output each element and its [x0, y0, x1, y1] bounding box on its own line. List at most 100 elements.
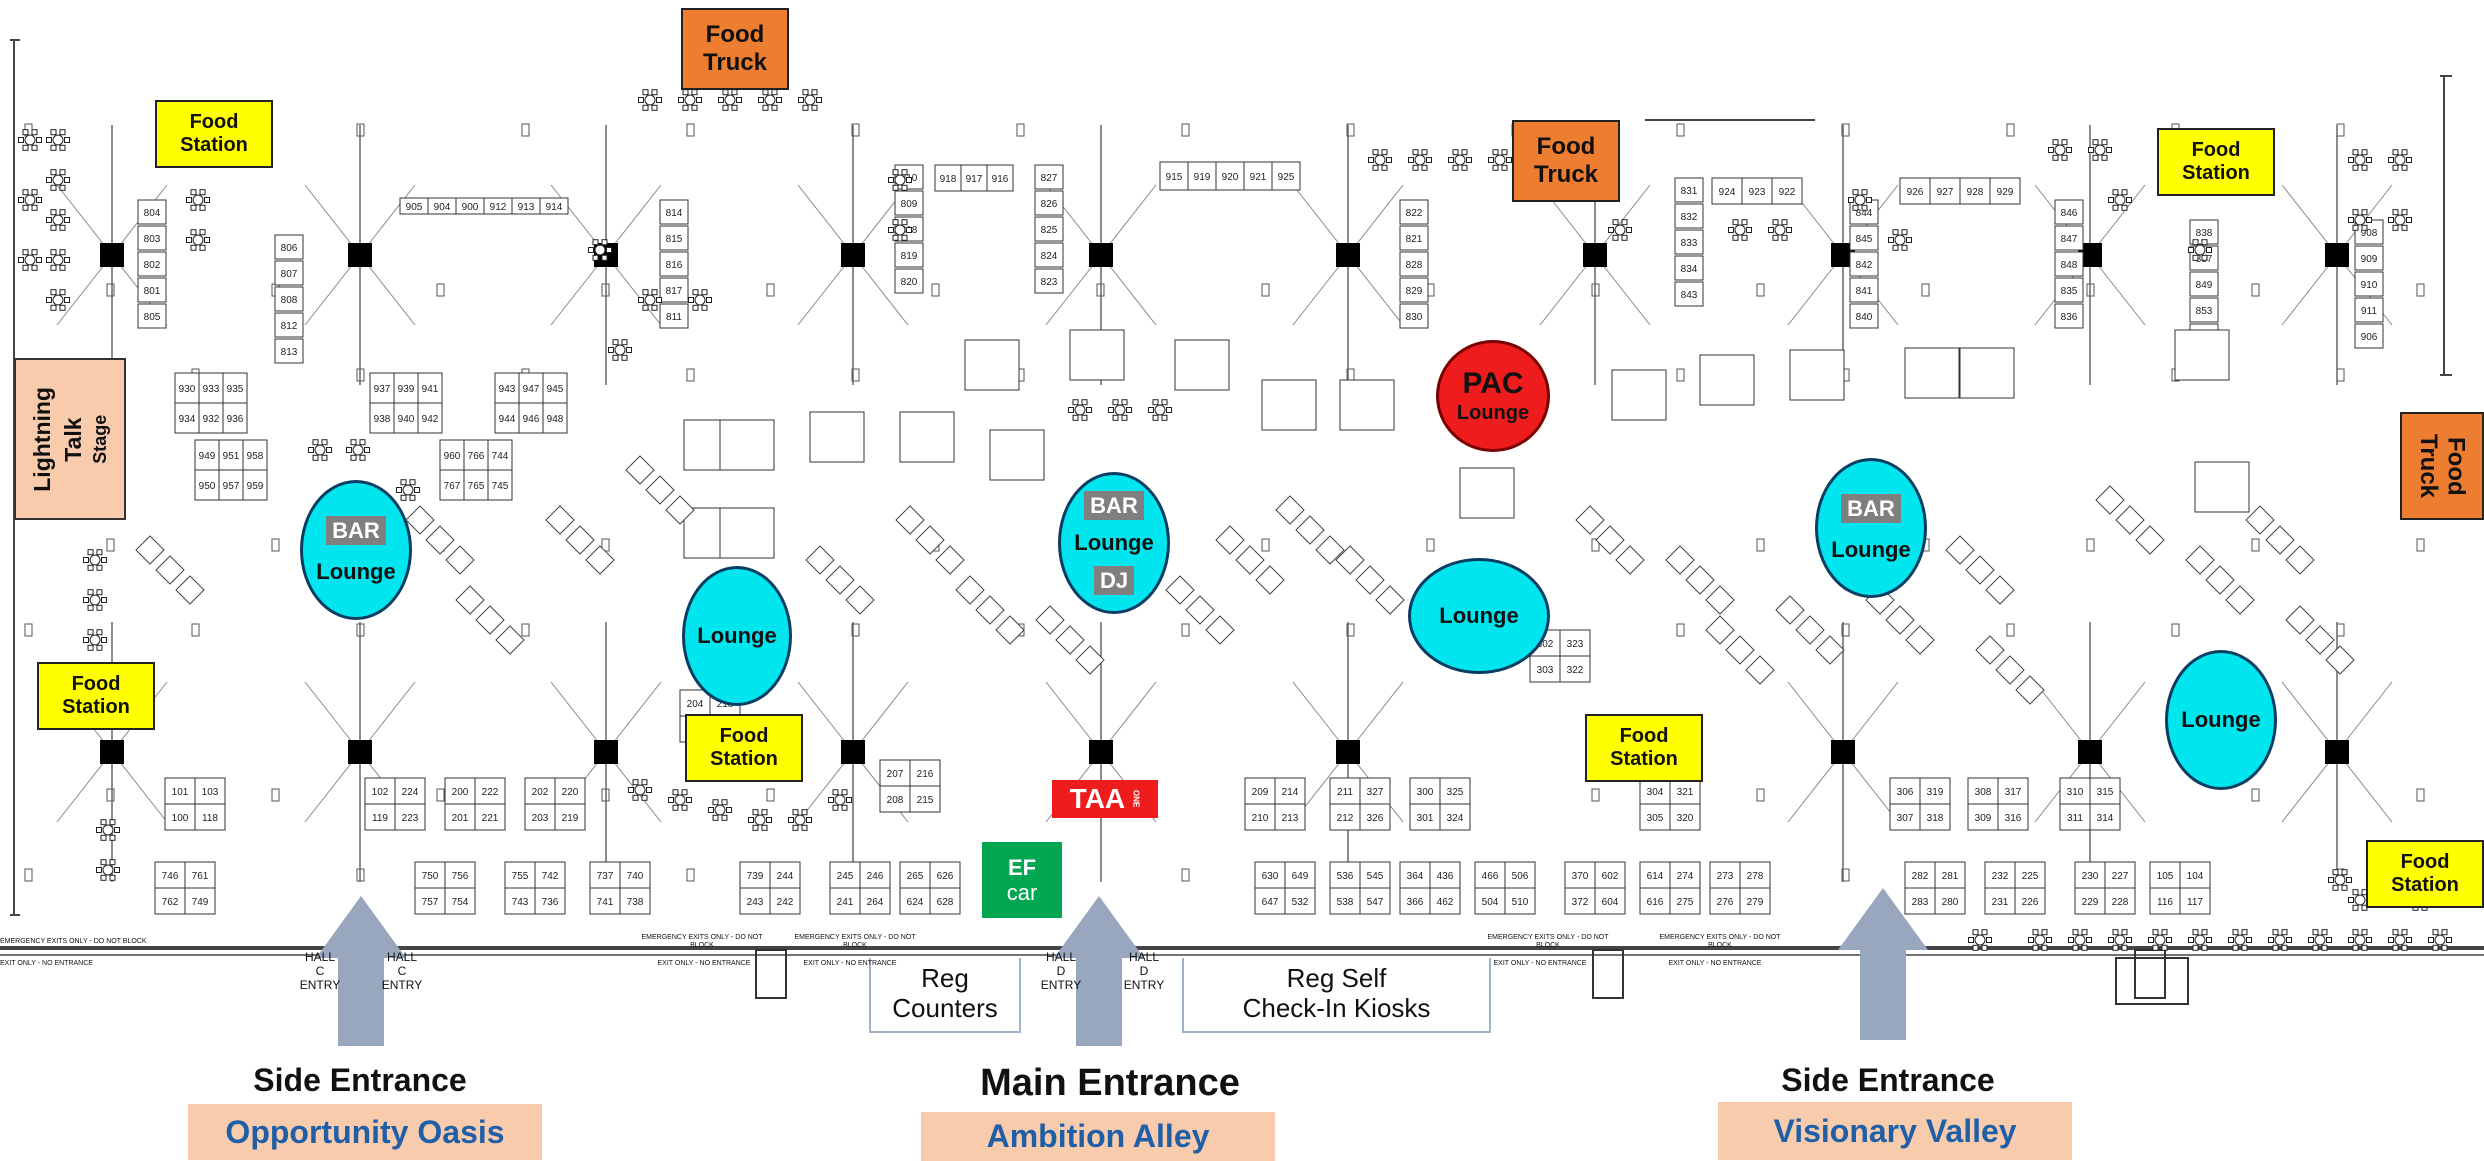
booth-number: 805	[144, 312, 161, 323]
booth-number: 829	[1406, 286, 1423, 297]
booth-number: 649	[1292, 871, 1309, 882]
reg-counters: Reg Counters	[872, 958, 1018, 1030]
booth-number: 220	[562, 787, 579, 798]
taa-label: TAA	[1069, 782, 1126, 814]
booth-number: 750	[422, 871, 439, 882]
booth-number: 219	[562, 813, 579, 824]
booth-number: 820	[901, 277, 918, 288]
arrow-right-entrance	[1838, 888, 1928, 1040]
ef-line-2: car	[1006, 880, 1038, 905]
booth-number: 804	[144, 208, 161, 219]
hall-entry-2: HALL C ENTRY	[378, 950, 426, 994]
arrow-left-entrance	[316, 896, 406, 1046]
booth-number: 816	[666, 260, 683, 271]
booth-number: 322	[1567, 665, 1584, 676]
booth-number: 910	[2361, 280, 2378, 291]
booth-number: 957	[223, 481, 240, 492]
booth-number: 614	[1647, 871, 1664, 882]
booth-number: 815	[666, 234, 683, 245]
booth-number: 283	[1912, 897, 1929, 908]
booth-number: 806	[281, 243, 298, 254]
exit-text-3: EXIT ONLY - NO ENTRANCE	[803, 959, 897, 967]
booth-number: 938	[374, 414, 391, 425]
booth-number: 929	[1997, 187, 2014, 198]
food-station-2: Food Station	[37, 662, 155, 730]
booth-number: 959	[247, 481, 264, 492]
booth-number: 960	[444, 451, 461, 462]
dj-badge: DJ	[1093, 565, 1135, 595]
booth-number: 919	[1194, 172, 1211, 183]
booth-number: 948	[547, 414, 564, 425]
pac-lounge: PAC Lounge	[1436, 340, 1550, 452]
booth-number: 942	[422, 414, 439, 425]
lounge-6-label: Lounge	[2181, 707, 2261, 733]
booth-number: 243	[747, 897, 764, 908]
booth-number: 231	[1992, 897, 2009, 908]
booth-number: 933	[203, 384, 220, 395]
booth-number: 227	[2112, 871, 2129, 882]
booth-number: 841	[1856, 286, 1873, 297]
booth-number: 624	[907, 897, 924, 908]
booth-number: 743	[512, 897, 529, 908]
booth-number: 316	[2005, 813, 2022, 824]
booth-number: 831	[1681, 186, 1698, 197]
hall-walls	[0, 39, 2484, 956]
booth-number: 904	[434, 202, 451, 213]
exit-text-4: EXIT ONLY - NO ENTRANCE	[1493, 959, 1587, 967]
hall-entry-3-l1: HALL	[1045, 950, 1077, 965]
side-entrance-right: Side Entrance	[1781, 1061, 1995, 1098]
booth-number: 311	[2067, 813, 2083, 824]
booth-number: 941	[422, 384, 439, 395]
booth-number: 224	[402, 787, 419, 798]
booth-number: 309	[1975, 813, 1992, 824]
booth-number: 604	[1602, 897, 1619, 908]
booth-number: 602	[1602, 871, 1619, 882]
booth-number: 849	[2196, 280, 2213, 291]
lounge-6: Lounge	[2165, 650, 2277, 790]
booth-number: 264	[867, 897, 884, 908]
booth-number: 209	[1252, 787, 1269, 798]
hall-entry-2-l3: ENTRY	[381, 977, 423, 992]
booth-number: 754	[452, 897, 469, 908]
lounge-3: BAR Lounge DJ	[1058, 472, 1170, 614]
emergency-text-2: EMERGENCY EXITS ONLY - DO NOT BLOCK	[641, 933, 763, 949]
booth-number: 914	[546, 202, 563, 213]
booth-number: 932	[203, 414, 220, 425]
booth-number: 762	[162, 897, 179, 908]
booth-number: 926	[1907, 187, 1924, 198]
food-station-6: Food Station	[2366, 840, 2484, 908]
side-entrance-left: Side Entrance	[253, 1061, 467, 1098]
booth-number: 366	[1407, 897, 1424, 908]
hall-entry-1: HALL C ENTRY	[296, 950, 344, 994]
booth-number: 538	[1337, 897, 1354, 908]
booth-number: 913	[518, 202, 535, 213]
booth-number: 232	[1992, 871, 2009, 882]
ef-car: EF car	[982, 842, 1062, 918]
booth-number: 830	[1406, 312, 1423, 323]
emergency-text-5: EMERGENCY EXITS ONLY - DO NOT BLOCK	[1659, 933, 1781, 949]
booth-number: 802	[144, 260, 161, 271]
booth-number: 317	[2005, 787, 2022, 798]
booth-number: 757	[422, 897, 439, 908]
food-truck-1: Food Truck	[681, 8, 789, 90]
booth-number: 803	[144, 234, 161, 245]
booth-number: 756	[452, 871, 469, 882]
booth-number: 214	[1282, 787, 1299, 798]
booth-number: 203	[532, 813, 549, 824]
food-station-4: Food Station	[1585, 714, 1703, 782]
booth-number: 814	[666, 208, 683, 219]
booth-number: 628	[937, 897, 954, 908]
booth-number: 949	[199, 451, 216, 462]
booth-number: 921	[1250, 172, 1267, 183]
booth-number: 466	[1482, 871, 1499, 882]
booth-number: 212	[1337, 813, 1354, 824]
booth-number: 911	[2361, 306, 2377, 317]
hall-entry-4-l1: HALL	[1128, 950, 1160, 965]
booth-number: 325	[1447, 787, 1464, 798]
booth-number: 765	[468, 481, 485, 492]
booth-number: 204	[687, 699, 704, 710]
booth-number: 211	[1337, 787, 1353, 798]
booth-number: 320	[1677, 813, 1694, 824]
booth-number: 102	[372, 787, 389, 798]
booth-number: 225	[2022, 871, 2039, 882]
